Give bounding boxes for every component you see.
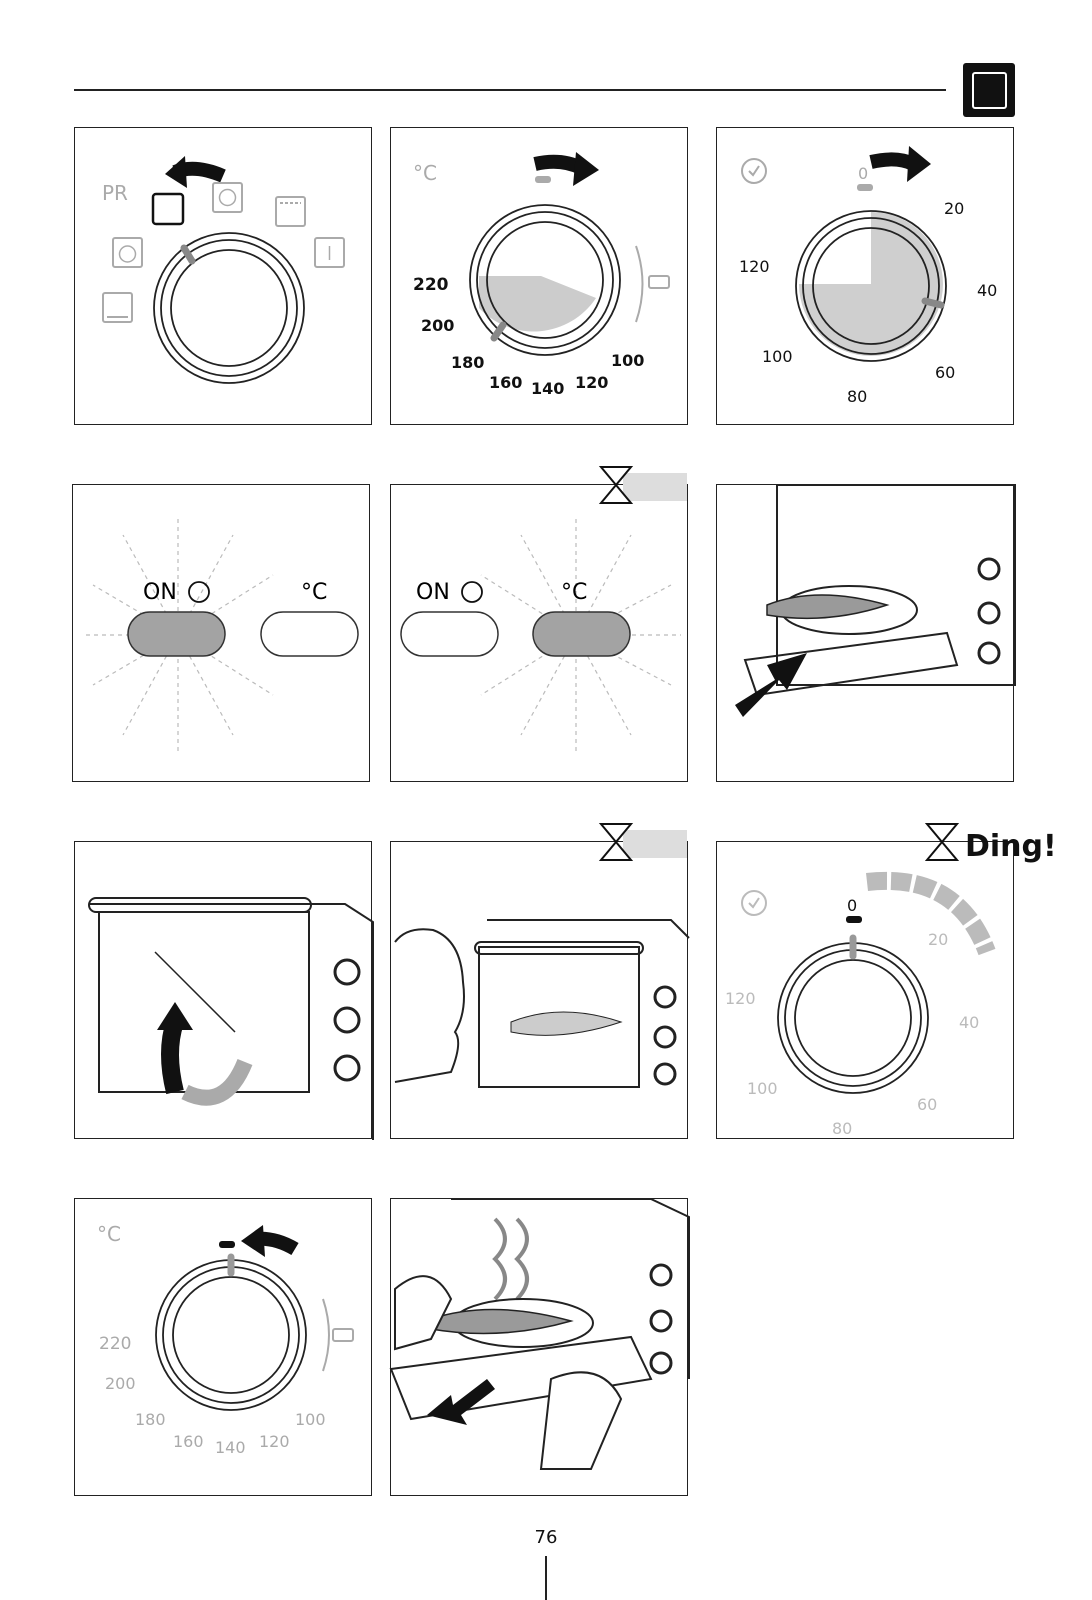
panel-temp-button-lit: ON °C [390, 466, 688, 782]
svg-text:60: 60 [917, 1095, 937, 1114]
svg-text:220: 220 [99, 1334, 131, 1354]
svg-text:140: 140 [531, 379, 564, 398]
svg-text:20: 20 [944, 199, 964, 218]
svg-text:100: 100 [295, 1410, 326, 1429]
bottom-heat-icon [102, 292, 133, 323]
svg-text:°C: °C [97, 1222, 121, 1246]
page-number: 76 [534, 1527, 558, 1548]
top-heat-icon [275, 196, 306, 227]
svg-text:200: 200 [421, 316, 454, 335]
fan-grill-icon [112, 237, 143, 268]
svg-text:0: 0 [847, 896, 857, 915]
svg-text:60: 60 [935, 363, 955, 382]
svg-text:80: 80 [832, 1119, 852, 1138]
panel-close-door [74, 841, 374, 1140]
pot-icon [332, 1328, 354, 1342]
svg-text:20: 20 [928, 930, 948, 949]
panel-temperature-dial: °C 220 200 180 160 140 120 100 [390, 127, 688, 425]
svg-text:180: 180 [451, 353, 484, 372]
fan-icon [212, 182, 243, 213]
temp-label: °C [301, 580, 327, 605]
svg-text:40: 40 [977, 281, 997, 300]
panel-on-button-lit: ON °C [72, 484, 370, 782]
ding-label: Ding! [965, 829, 1057, 864]
footer-rule [545, 1556, 547, 1600]
timer-clock-icon [741, 158, 767, 184]
svg-text:120: 120 [259, 1432, 290, 1451]
panel-watch-oven [390, 823, 690, 1139]
svg-text:220: 220 [413, 275, 449, 295]
svg-text:100: 100 [762, 347, 793, 366]
pr-label: PR [102, 181, 128, 205]
svg-text:°C: °C [561, 580, 587, 605]
svg-text:120: 120 [575, 373, 608, 392]
svg-text:40: 40 [959, 1013, 979, 1032]
panel-insert-dish [716, 484, 1016, 782]
svg-text:80: 80 [847, 387, 867, 406]
svg-text:0: 0 [858, 164, 868, 183]
pot-icon [648, 275, 670, 289]
svg-text:100: 100 [611, 351, 644, 370]
celsius-label: °C [413, 161, 437, 185]
panel-timer-dial: 0 20 40 60 80 100 120 [716, 127, 1014, 425]
svg-text:160: 160 [489, 373, 522, 392]
panel-remove-dish [389, 1198, 690, 1496]
header-rule [74, 89, 946, 91]
defrost-icon [314, 237, 345, 268]
conventional-oven-icon [151, 192, 185, 226]
svg-text:140: 140 [215, 1438, 246, 1457]
hourglass-icon [598, 823, 634, 861]
panel-temperature-reset: °C 220 200 180 160 140 120 100 [74, 1198, 372, 1496]
svg-text:100: 100 [747, 1079, 778, 1098]
hourglass-icon [924, 823, 960, 861]
svg-text:120: 120 [725, 989, 756, 1008]
svg-text:120: 120 [739, 257, 770, 276]
hourglass-icon [598, 466, 634, 504]
svg-text:ON: ON [416, 580, 450, 605]
svg-text:180: 180 [135, 1410, 166, 1429]
svg-text:160: 160 [173, 1432, 204, 1451]
svg-text:200: 200 [105, 1374, 136, 1393]
panel-timer-ding: Ding! 0 20 40 60 80 100 120 [716, 823, 1057, 1139]
on-label: ON [143, 580, 177, 605]
conventional-oven-icon [963, 63, 1015, 117]
panel-function-selector: PR [74, 127, 372, 425]
